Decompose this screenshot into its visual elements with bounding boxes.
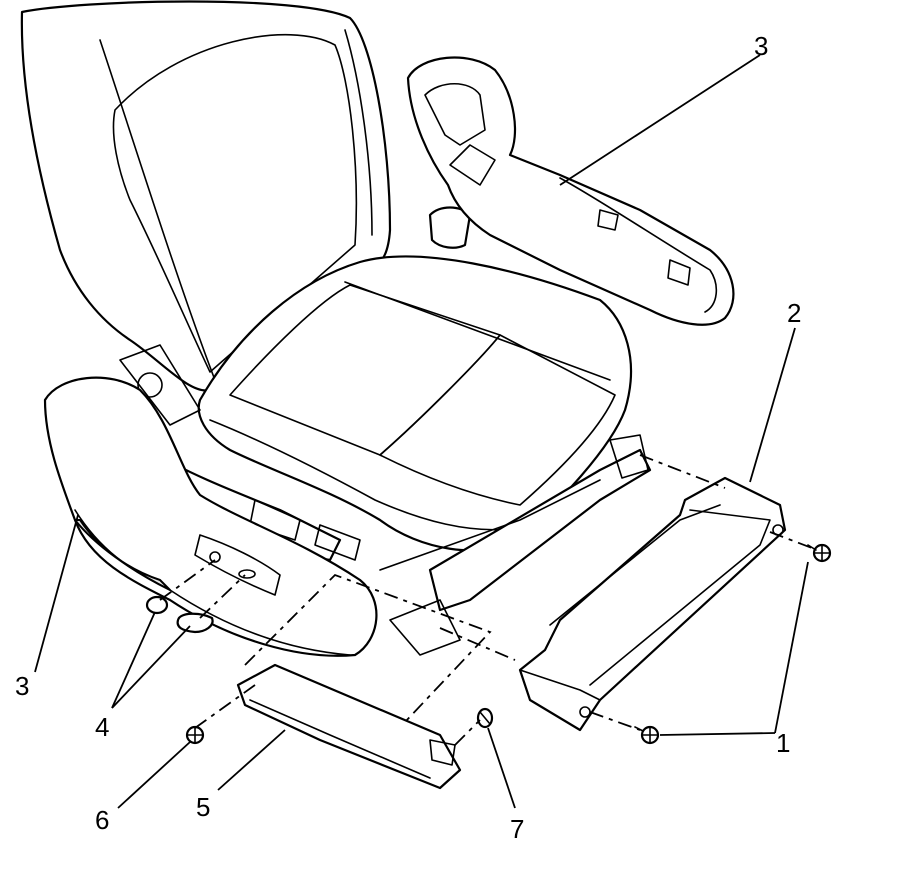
screw-lower-right (634, 725, 660, 745)
leader-lines (34, 54, 809, 809)
callout-7: 7 (510, 814, 524, 844)
inner-trim-panel (406, 56, 735, 326)
lower-side-panel (236, 663, 462, 790)
seat-cushion (197, 206, 633, 552)
outer-side-shield (43, 376, 378, 657)
alignment-lines (159, 454, 813, 746)
seat-end-cap (518, 476, 787, 732)
callout-3-top: 3 (754, 31, 768, 61)
screw-upper-right (807, 543, 832, 563)
callout-4: 4 (95, 712, 109, 742)
callout-5: 5 (196, 792, 210, 822)
callout-1: 1 (776, 728, 790, 758)
callout-6: 6 (95, 805, 109, 835)
callout-2: 2 (787, 298, 801, 328)
callout-3-left: 3 (15, 671, 29, 701)
push-pin-fastener (476, 707, 494, 729)
screw-lower-left (185, 725, 205, 745)
trim-plugs (145, 595, 214, 634)
